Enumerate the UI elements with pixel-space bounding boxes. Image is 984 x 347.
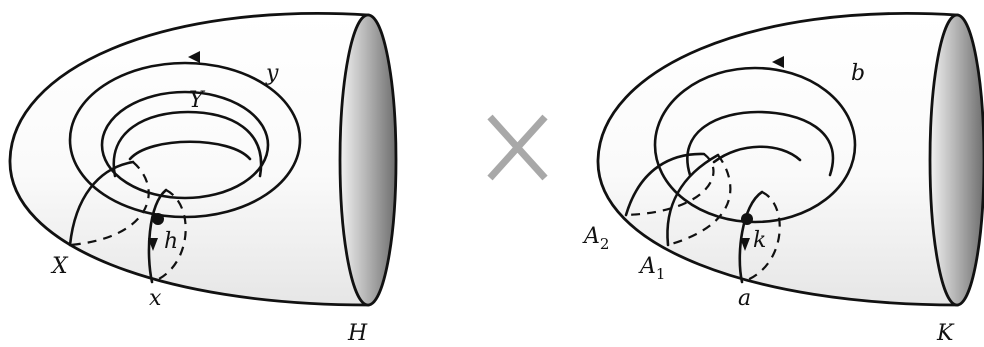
label-h: h: [164, 229, 178, 254]
label-a: a: [738, 286, 751, 311]
curve-X-dashed: [69, 161, 150, 247]
handlebody-h-cap: [338, 13, 398, 307]
curve-X-solid: [68, 160, 135, 247]
handlebody-h: y Y h X x H: [8, 12, 398, 346]
handlebody-k-hole-inner: [712, 145, 802, 164]
curve-a-solid: [738, 190, 764, 284]
handlebody-k-hole-outer: [686, 110, 835, 177]
label-A1: A1: [638, 254, 665, 283]
label-y: y: [265, 61, 279, 86]
curve-A2-solid: [624, 152, 706, 217]
label-x: x: [149, 286, 162, 311]
label-A2: A2: [582, 224, 609, 253]
curve-Y: [100, 90, 270, 200]
label-k: k: [753, 228, 766, 253]
handlebody-h-hole-inner: [128, 140, 252, 161]
handlebody-k-outline: [596, 12, 959, 307]
curve-b-arrow: [772, 56, 784, 68]
curve-A1-solid: [666, 153, 720, 247]
handlebody-k: b k A2 A1 a K: [582, 12, 984, 346]
label-X: X: [50, 254, 69, 279]
label-H: H: [347, 321, 368, 346]
curve-y-arrow: [188, 51, 200, 63]
times-operator: [487, 114, 548, 181]
curve-A2-dashed: [625, 153, 715, 217]
label-K: K: [936, 321, 955, 346]
curve-x-solid: [147, 188, 168, 284]
curve-a-dashed: [741, 191, 781, 284]
curve-x-dashed: [151, 189, 187, 284]
curve-x-arrow: [148, 238, 158, 251]
label-b: b: [851, 61, 865, 86]
curve-b: [653, 66, 857, 224]
handlebody-h-hole-outer: [112, 110, 263, 178]
base-point-h: [152, 213, 164, 225]
curve-A1-dashed: [667, 154, 732, 247]
handlebody-h-outline: [8, 12, 370, 307]
curve-a-arrow: [740, 238, 750, 251]
base-point-k: [741, 213, 753, 225]
handlebody-k-cap: [928, 13, 984, 307]
label-Y: Y: [189, 88, 206, 113]
